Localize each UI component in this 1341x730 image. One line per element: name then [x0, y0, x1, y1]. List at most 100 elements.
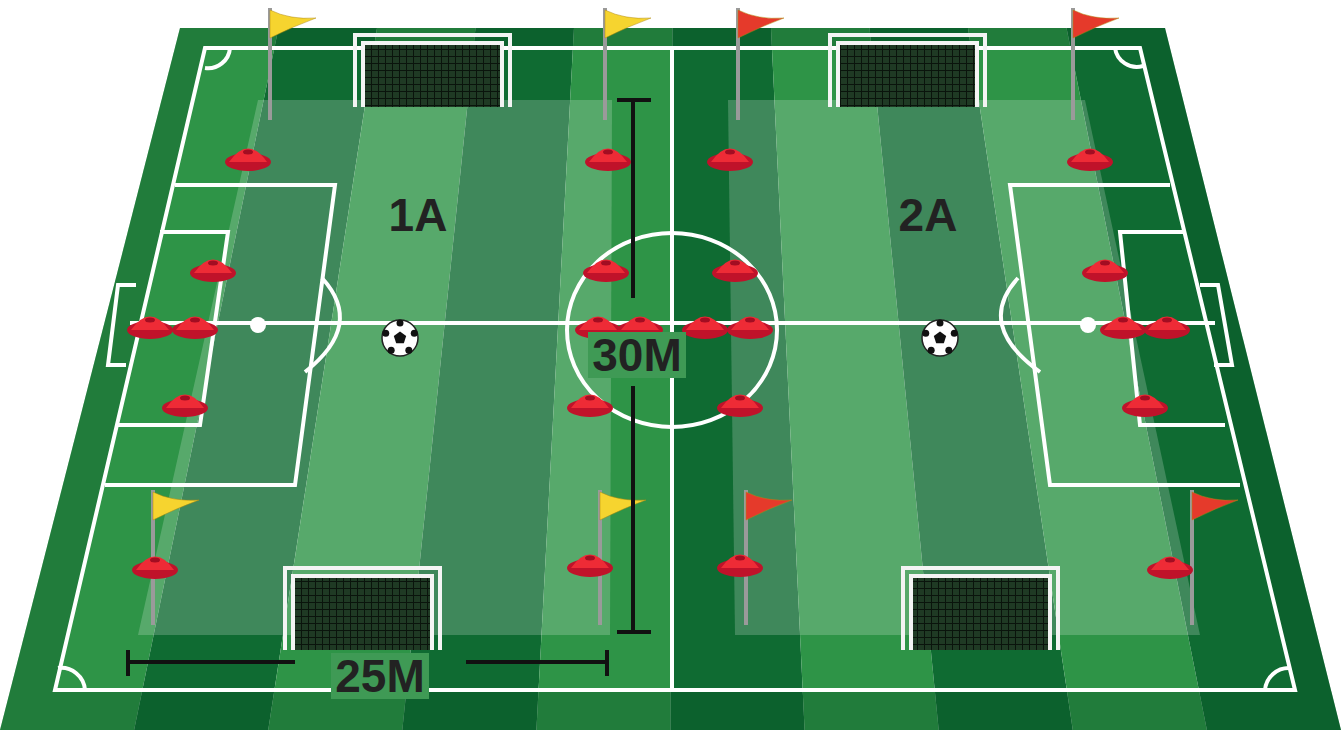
zone-area: [138, 100, 612, 635]
cone-hole: [635, 318, 645, 323]
goal-frame: [903, 568, 1058, 650]
cone-dome: [1148, 317, 1186, 331]
cone-dome: [721, 395, 759, 409]
ball-patch: [951, 330, 958, 337]
cone-hole: [243, 150, 253, 155]
corner-arc: [1115, 48, 1143, 67]
football: [382, 320, 418, 357]
goal-net: [363, 43, 502, 107]
cone-dome: [176, 317, 214, 331]
cone-hole: [145, 318, 155, 323]
cone-dome: [166, 395, 204, 409]
zone-label: 2A: [899, 192, 958, 238]
field-margin: [0, 28, 1341, 730]
cone-dome: [589, 149, 627, 163]
cone-dome: [579, 317, 617, 331]
cone-dome: [587, 260, 625, 274]
ball-patch: [937, 320, 944, 327]
marker-cone: [190, 260, 236, 283]
marker-cone: [172, 317, 218, 340]
zone-shading: [138, 100, 612, 635]
training-zone: 2A: [728, 100, 1200, 635]
goal-frame: [355, 35, 510, 107]
cone-dome: [136, 557, 174, 571]
marker-cone: [567, 555, 613, 578]
ball-patch: [388, 347, 395, 354]
goal: [285, 568, 440, 650]
zone-label: 1A: [389, 192, 448, 238]
flag-pennant: [153, 492, 199, 520]
marker-cone: [567, 395, 613, 418]
ball-patch: [397, 320, 404, 327]
ball-patch: [382, 330, 389, 337]
ball-body: [922, 320, 958, 356]
marker-cone: [717, 395, 763, 418]
zone-shading: [728, 100, 1200, 635]
cone-hole: [208, 261, 218, 266]
cone-hole: [150, 558, 160, 563]
cone-hole: [730, 261, 740, 266]
ball-patch: [934, 332, 946, 344]
marker-cone: [682, 317, 728, 340]
cone-hole: [1118, 318, 1128, 323]
cone-hole: [735, 396, 745, 401]
flag-pennant: [746, 492, 792, 520]
flag-pennant: [1192, 492, 1238, 520]
corner-flag: [738, 8, 784, 120]
goal-mouth: [1200, 285, 1232, 365]
marker-cone: [127, 317, 173, 340]
goal-net: [293, 576, 432, 650]
marker-cone: [727, 317, 773, 340]
cone-dome: [621, 317, 659, 331]
flag-pennant: [605, 10, 651, 38]
marker-cone: [717, 555, 763, 578]
corner-arc: [58, 668, 85, 690]
cone-hole: [585, 396, 595, 401]
cone-dome: [1151, 557, 1189, 571]
ball-body: [382, 320, 418, 356]
cone-dome: [194, 260, 232, 274]
corner-arc: [1265, 668, 1290, 690]
corner-arc: [205, 48, 230, 68]
cone-hole: [593, 318, 603, 323]
marker-cone: [1122, 395, 1168, 418]
cone-hole: [745, 318, 755, 323]
cone-dome: [686, 317, 724, 331]
cone-dome: [1086, 260, 1124, 274]
cone-hole: [735, 556, 745, 561]
cone-hole: [603, 150, 613, 155]
marker-cone: [583, 260, 629, 283]
marker-cone: [1082, 260, 1128, 283]
corner-flag: [746, 490, 792, 625]
goal-net: [911, 576, 1050, 650]
cone-hole: [190, 318, 200, 323]
ball-patch: [945, 347, 952, 354]
ball-patch: [411, 330, 418, 337]
corner-flag: [605, 8, 651, 120]
marker-cone: [1067, 149, 1113, 172]
cone-hole: [700, 318, 710, 323]
goal-net: [838, 43, 977, 107]
cone-dome: [711, 149, 749, 163]
flag-pennant: [738, 10, 784, 38]
touchline: [55, 48, 1295, 690]
goal-frame: [830, 35, 985, 107]
ball-patch: [928, 347, 935, 354]
marker-cone: [585, 149, 631, 172]
marker-cone: [225, 149, 271, 172]
cone-hole: [1085, 150, 1095, 155]
cone-dome: [731, 317, 769, 331]
goal: [903, 568, 1058, 650]
cone-hole: [1162, 318, 1172, 323]
flag-pennant: [270, 10, 316, 38]
goal: [830, 35, 985, 107]
cone-dome: [571, 555, 609, 569]
marker-cone: [162, 395, 208, 418]
cone-hole: [1165, 558, 1175, 563]
cone-dome: [1126, 395, 1164, 409]
cone-dome: [716, 260, 754, 274]
corner-flag: [1073, 8, 1119, 120]
cone-hole: [601, 261, 611, 266]
marker-cone: [1100, 317, 1146, 340]
